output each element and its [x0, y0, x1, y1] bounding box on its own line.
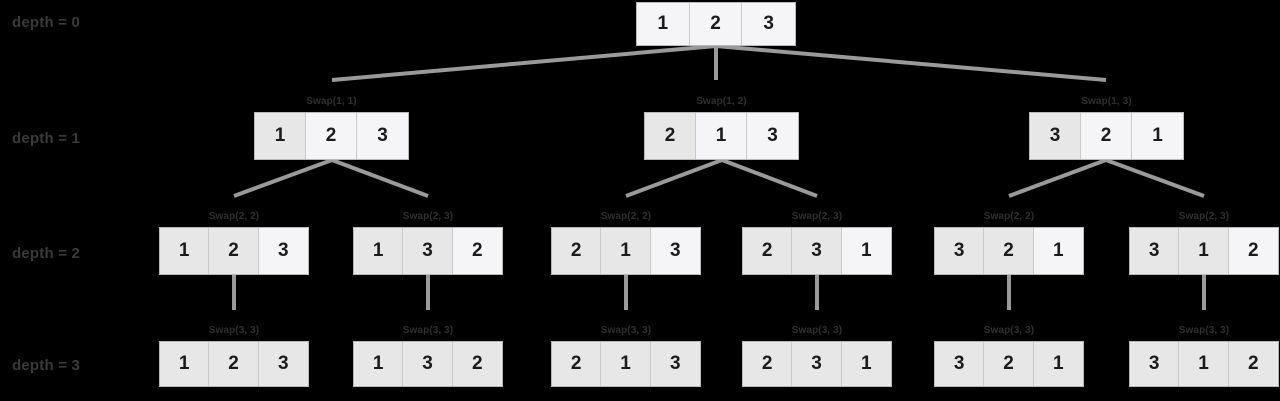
permutation-cell: 3 [650, 342, 700, 386]
permutation-cell: 1 [1033, 342, 1083, 386]
depth-label-0: depth = 0 [12, 14, 81, 31]
tree-edge [331, 158, 429, 198]
permutation-cell: 2 [452, 342, 502, 386]
swap-label: Swap(2, 2) [208, 211, 260, 222]
permutation-cell: 3 [357, 113, 408, 159]
permutation-cell: 1 [1033, 228, 1083, 274]
permutation-cell: 2 [209, 228, 259, 274]
permutation-cell: 3 [258, 228, 308, 274]
permutation-cell: 2 [452, 228, 502, 274]
permutation-cell: 3 [935, 342, 985, 386]
swap-label: Swap(1, 1) [306, 96, 357, 107]
permutation-cell: 1 [696, 113, 747, 159]
swap-label: Swap(3, 3) [983, 325, 1035, 336]
swap-label: Swap(3, 3) [791, 325, 843, 336]
permutation-cell: 2 [552, 228, 602, 274]
permutation-cell: 3 [792, 342, 842, 386]
swap-label: Swap(2, 2) [983, 211, 1035, 222]
tree-edge [625, 158, 723, 198]
permutation-cell: 2 [1228, 342, 1278, 386]
permutation-cell: 1 [601, 228, 651, 274]
permutation-cell: 2 [689, 3, 743, 45]
permutation-cell: 2 [984, 228, 1034, 274]
permutation-cell: 3 [650, 228, 700, 274]
permutation-cell: 1 [160, 228, 210, 274]
permutation-cell: 1 [160, 342, 210, 386]
swap-label: Swap(3, 3) [600, 325, 652, 336]
depth-label-3: depth = 3 [12, 357, 81, 374]
permutation-cell: 3 [403, 342, 453, 386]
swap-label: Swap(1, 2) [696, 96, 747, 107]
permutation-cell: 2 [209, 342, 259, 386]
tree-edge [1008, 158, 1107, 198]
depth-label-2: depth = 2 [12, 245, 81, 262]
permutation-cell: 3 [1130, 342, 1180, 386]
depth-label-1: depth = 1 [12, 130, 81, 147]
swap-label: Swap(2, 3) [791, 211, 843, 222]
permutation-cell: 3 [403, 228, 453, 274]
tree-edge [331, 44, 717, 82]
tree-edge [233, 158, 333, 198]
permutation-cell: 3 [742, 3, 795, 45]
permutation-cell: 1 [841, 228, 891, 274]
permutation-cell: 2 [306, 113, 357, 159]
permutation-cell: 2 [645, 113, 696, 159]
permutation-cell: 2 [1228, 228, 1278, 274]
permutation-cell: 1 [1132, 113, 1183, 159]
permutation-cell: 2 [1081, 113, 1132, 159]
swap-label: Swap(2, 3) [402, 211, 454, 222]
permutation-cell: 3 [1130, 228, 1180, 274]
permutation-cell: 3 [935, 228, 985, 274]
permutation-cell: 2 [743, 228, 793, 274]
swap-label: Swap(2, 3) [1178, 211, 1230, 222]
swap-label: Swap(2, 2) [600, 211, 652, 222]
permutation-cell: 3 [747, 113, 798, 159]
tree-edge [715, 44, 1107, 82]
swap-label: Swap(3, 3) [402, 325, 454, 336]
permutation-cell: 1 [354, 342, 404, 386]
swap-label: Swap(3, 3) [1178, 325, 1230, 336]
permutation-cell: 3 [792, 228, 842, 274]
permutation-cell: 1 [1179, 342, 1229, 386]
permutation-cell: 1 [601, 342, 651, 386]
tree-edge [1105, 158, 1205, 198]
permutation-cell: 1 [1179, 228, 1229, 274]
permutation-cell: 2 [984, 342, 1034, 386]
permutation-cell: 2 [743, 342, 793, 386]
tree-edge [721, 158, 818, 198]
permutation-cell: 3 [1030, 113, 1081, 159]
permutation-cell: 1 [255, 113, 306, 159]
permutation-cell: 1 [354, 228, 404, 274]
permutation-cell: 1 [637, 3, 690, 45]
permutation-cell: 3 [258, 342, 308, 386]
swap-label: Swap(3, 3) [208, 325, 260, 336]
permutation-cell: 1 [841, 342, 891, 386]
permutation-cell: 2 [552, 342, 602, 386]
swap-label: Swap(1, 3) [1081, 96, 1132, 107]
